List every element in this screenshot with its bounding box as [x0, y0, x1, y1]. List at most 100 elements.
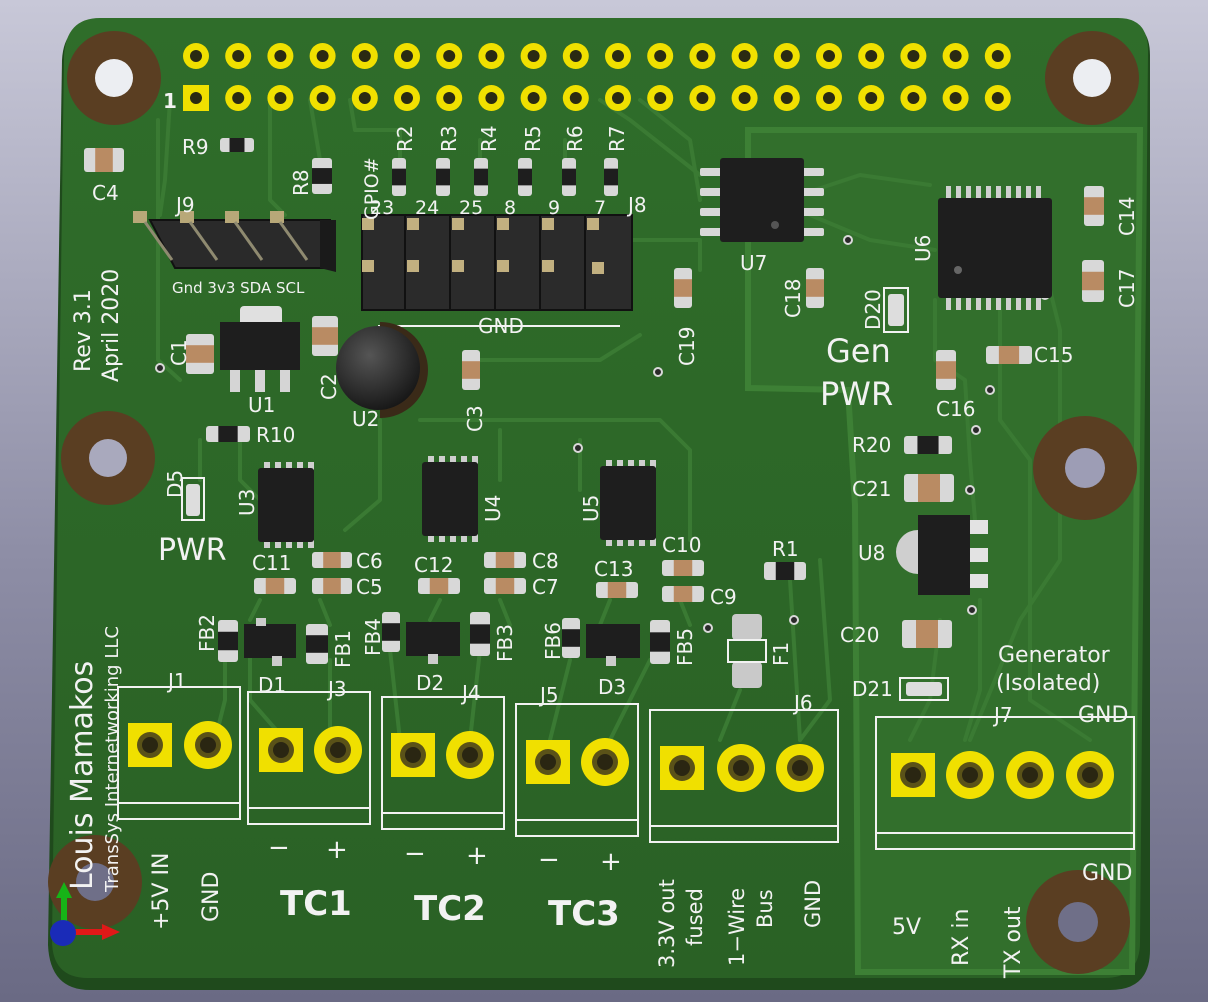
ref-c19: C19 [675, 327, 699, 366]
ref-c1: C1 [167, 339, 191, 366]
gpio-header-label: GPIO# [361, 157, 383, 220]
ref-d3: D3 [598, 675, 626, 699]
j9-header [133, 211, 336, 272]
ref-u3: U3 [235, 489, 259, 516]
capacitor-c3 [462, 350, 480, 390]
board-date: April 2020 [99, 269, 124, 382]
pwr-led-label: PWR [158, 533, 227, 568]
u2-component [336, 322, 428, 418]
generator-label: Generator [998, 643, 1111, 668]
capacitor-c19 [674, 268, 692, 308]
ref-d21: D21 [852, 677, 893, 701]
j7-pin-5v: 5V [892, 915, 921, 940]
chip-u3 [258, 462, 314, 548]
u7-chip [700, 158, 824, 242]
gen-pwr-label-line2: PWR [820, 375, 893, 413]
capacitor-c13 [596, 582, 638, 598]
ref-j7: J7 [992, 703, 1013, 727]
capacitor-c16 [936, 350, 956, 390]
gpio-number-8: 8 [504, 197, 516, 219]
resistor-r9 [220, 138, 254, 152]
capacitor-c9 [662, 586, 704, 602]
axis-gizmo [50, 882, 120, 946]
ref-j5: J5 [538, 683, 559, 707]
resistor-r5 [518, 158, 532, 196]
ref-r6: R6 [563, 125, 587, 152]
diodes-d1-d3 [244, 618, 640, 666]
ref-fb1: FB1 [331, 630, 355, 668]
tc3-plus: + [600, 847, 622, 877]
ref-r4: R4 [477, 125, 501, 152]
gpio-number-23: 23 [370, 197, 394, 219]
j6-pin-gnd: GND [801, 880, 825, 928]
ref-r1: R1 [772, 537, 799, 561]
terminal-j1 [117, 686, 241, 820]
ref-u7: U7 [740, 251, 767, 275]
gpio-number-9: 9 [548, 197, 560, 219]
tc3-minus: − [538, 845, 560, 875]
j7-gnd-top: GND [1078, 703, 1128, 728]
smd-parts [84, 138, 1104, 664]
mounting-hole-bottom-left [48, 835, 142, 929]
ref-d1: D1 [258, 673, 286, 697]
terminal-j4 [381, 696, 505, 830]
ref-c5: C5 [356, 575, 383, 599]
tc1-plus: + [326, 835, 348, 865]
j6-pin-1wire: 1−Wire [725, 888, 749, 966]
resistor-r20 [904, 436, 952, 454]
terminal-j6 [649, 709, 839, 843]
pin1-label: 1 [163, 89, 177, 113]
ref-c16: C16 [936, 397, 975, 421]
tc2-minus: − [404, 839, 426, 869]
tc1-label: TC1 [280, 884, 352, 924]
j9-pin-labels: Gnd 3v3 SDA SCL [172, 279, 305, 297]
ref-r5: R5 [521, 125, 545, 152]
chip-u5 [600, 460, 656, 546]
j1-pin-gnd: GND [199, 872, 224, 922]
chip-u4 [422, 456, 478, 542]
capacitor-c12 [418, 578, 460, 594]
ferrite-fb6 [562, 618, 580, 658]
ref-c11: C11 [252, 551, 291, 575]
ref-r9: R9 [182, 135, 209, 159]
ref-u1: U1 [248, 393, 275, 417]
ref-d5: D5 [163, 470, 187, 498]
j6-pin-fused: fused [683, 888, 707, 946]
gpio-header-pads [183, 43, 1011, 111]
j6-pin-3v3-out: 3.3V out [655, 879, 679, 968]
ref-u4: U4 [481, 495, 505, 522]
thermocouple-chips [258, 456, 656, 548]
leds [181, 287, 949, 701]
mounting-holes [48, 31, 1139, 974]
ref-j8: J8 [626, 193, 647, 217]
u1-regulator [220, 306, 300, 392]
capacitor-c7 [484, 578, 526, 594]
tc2-label: TC2 [414, 889, 486, 929]
j8-header [361, 214, 633, 311]
author-name: Louis Mamakos [65, 661, 100, 890]
j1-pin-5v-in: +5V IN [149, 853, 174, 930]
tc2-plus: + [466, 841, 488, 871]
capacitor-c5 [312, 578, 352, 594]
resistor-r8 [312, 158, 332, 194]
ref-j1: J1 [166, 669, 187, 693]
board-revision: Rev 3.1 [71, 289, 96, 372]
capacitor-c15 [986, 346, 1032, 364]
ref-c13: C13 [594, 557, 633, 581]
capacitor-c14 [1084, 186, 1104, 226]
ref-c10: C10 [662, 533, 701, 557]
j7-pin-rx-in: RX in [949, 909, 974, 966]
ref-fb6: FB6 [541, 622, 565, 660]
terminal-j5 [515, 703, 639, 837]
j6-pin-bus: Bus [753, 889, 777, 928]
ref-u6: U6 [911, 235, 935, 262]
ref-c4: C4 [92, 181, 119, 205]
resistor-r7 [604, 158, 618, 196]
resistor-r3 [436, 158, 450, 196]
ref-c7: C7 [532, 575, 559, 599]
generator-isolated-label: (Isolated) [996, 671, 1100, 696]
terminal-blocks [117, 686, 1135, 850]
ref-c15: C15 [1034, 343, 1073, 367]
terminal-j3 [247, 691, 371, 825]
